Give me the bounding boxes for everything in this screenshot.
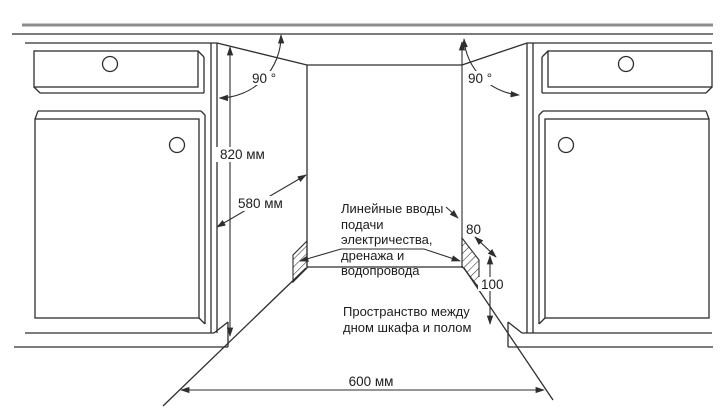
left-plinth [14, 321, 229, 348]
right-drawer-chamfer-br [705, 86, 713, 94]
right-cabinet [507, 43, 713, 348]
right-door-chamfer-tl [538, 110, 544, 116]
label-bg [478, 277, 505, 291]
right-drawer-front [547, 50, 713, 88]
floor-gap-note-line: Пространство между [343, 304, 470, 319]
inlet-band-label-80: 80 [466, 222, 481, 237]
right-drawer-chamfer-tl [541, 50, 549, 58]
width-label-600: 600 мм [349, 374, 394, 389]
left-door [34, 110, 206, 325]
left-drawer-chamfer-tr [197, 50, 205, 58]
left-door-front [34, 118, 200, 319]
utilities-note: Линейные вводы подачи электричества, дре… [341, 201, 443, 278]
left-door-chamfer-br [198, 317, 206, 325]
floor-clearance-label-100: 100 [481, 277, 504, 292]
right-door-knob [557, 136, 575, 154]
utilities-note-line: электричества, [341, 232, 433, 247]
left-door-knob [168, 136, 186, 154]
utilities-note-line: водопровода [341, 263, 420, 278]
label-bg [249, 71, 278, 85]
utilities-leader-short [445, 206, 459, 219]
left-drawer-knob [101, 55, 119, 73]
utility-inlet-hatch-left [292, 239, 308, 284]
utility-inlet-hatch-right [461, 236, 480, 290]
label-bg [216, 147, 266, 162]
label-bg [234, 196, 284, 211]
right-drawer [541, 50, 713, 94]
depth-label-580: 580 мм [238, 196, 283, 211]
right-drawer-knob [617, 55, 635, 73]
dimension-line-80 [474, 236, 497, 258]
angle-arc-left [218, 34, 285, 102]
left-drawer [33, 50, 205, 94]
left-plinth-notch-diagonal [213, 321, 229, 334]
utilities-note-line: подачи [341, 217, 384, 232]
right-door [538, 110, 710, 325]
right-door-chamfer-bl [538, 317, 546, 325]
left-drawer-chamfer-bl [33, 86, 41, 94]
label-bg [345, 374, 397, 389]
right-door-front [544, 118, 710, 319]
left-door-chamfer-tr [200, 110, 206, 116]
left-door-chamfer-tl [34, 110, 39, 120]
angle-arc-right [461, 38, 520, 98]
angle-label-right: 90 ° [468, 71, 492, 86]
right-door-chamfer-tr [705, 110, 710, 120]
angle-label-left: 90 ° [252, 71, 276, 86]
right-plinth [507, 321, 713, 348]
countertop [12, 23, 713, 44]
floor-gap-note: Пространство между дном шкафа и полом [343, 304, 472, 335]
utilities-note-line: дренажа и [341, 248, 404, 263]
utilities-note-line: Линейные вводы [341, 201, 443, 216]
niche-perspective-right [461, 42, 528, 66]
right-plinth-notch-diagonal [507, 321, 523, 334]
height-label-820: 820 мм [220, 147, 265, 162]
labels: 90 ° 90 ° 820 мм 580 мм 600 мм 80 100 Ли… [216, 71, 505, 389]
floor-gap-note-line: дном шкафа и полом [343, 320, 472, 335]
utilities-leader-double [299, 248, 461, 262]
niche-floor-diagonal-left [162, 267, 307, 407]
left-drawer-front [33, 50, 199, 88]
leader-lines [299, 206, 461, 262]
left-cabinet [14, 43, 229, 348]
label-bg [463, 223, 482, 236]
label-bg [465, 71, 494, 85]
